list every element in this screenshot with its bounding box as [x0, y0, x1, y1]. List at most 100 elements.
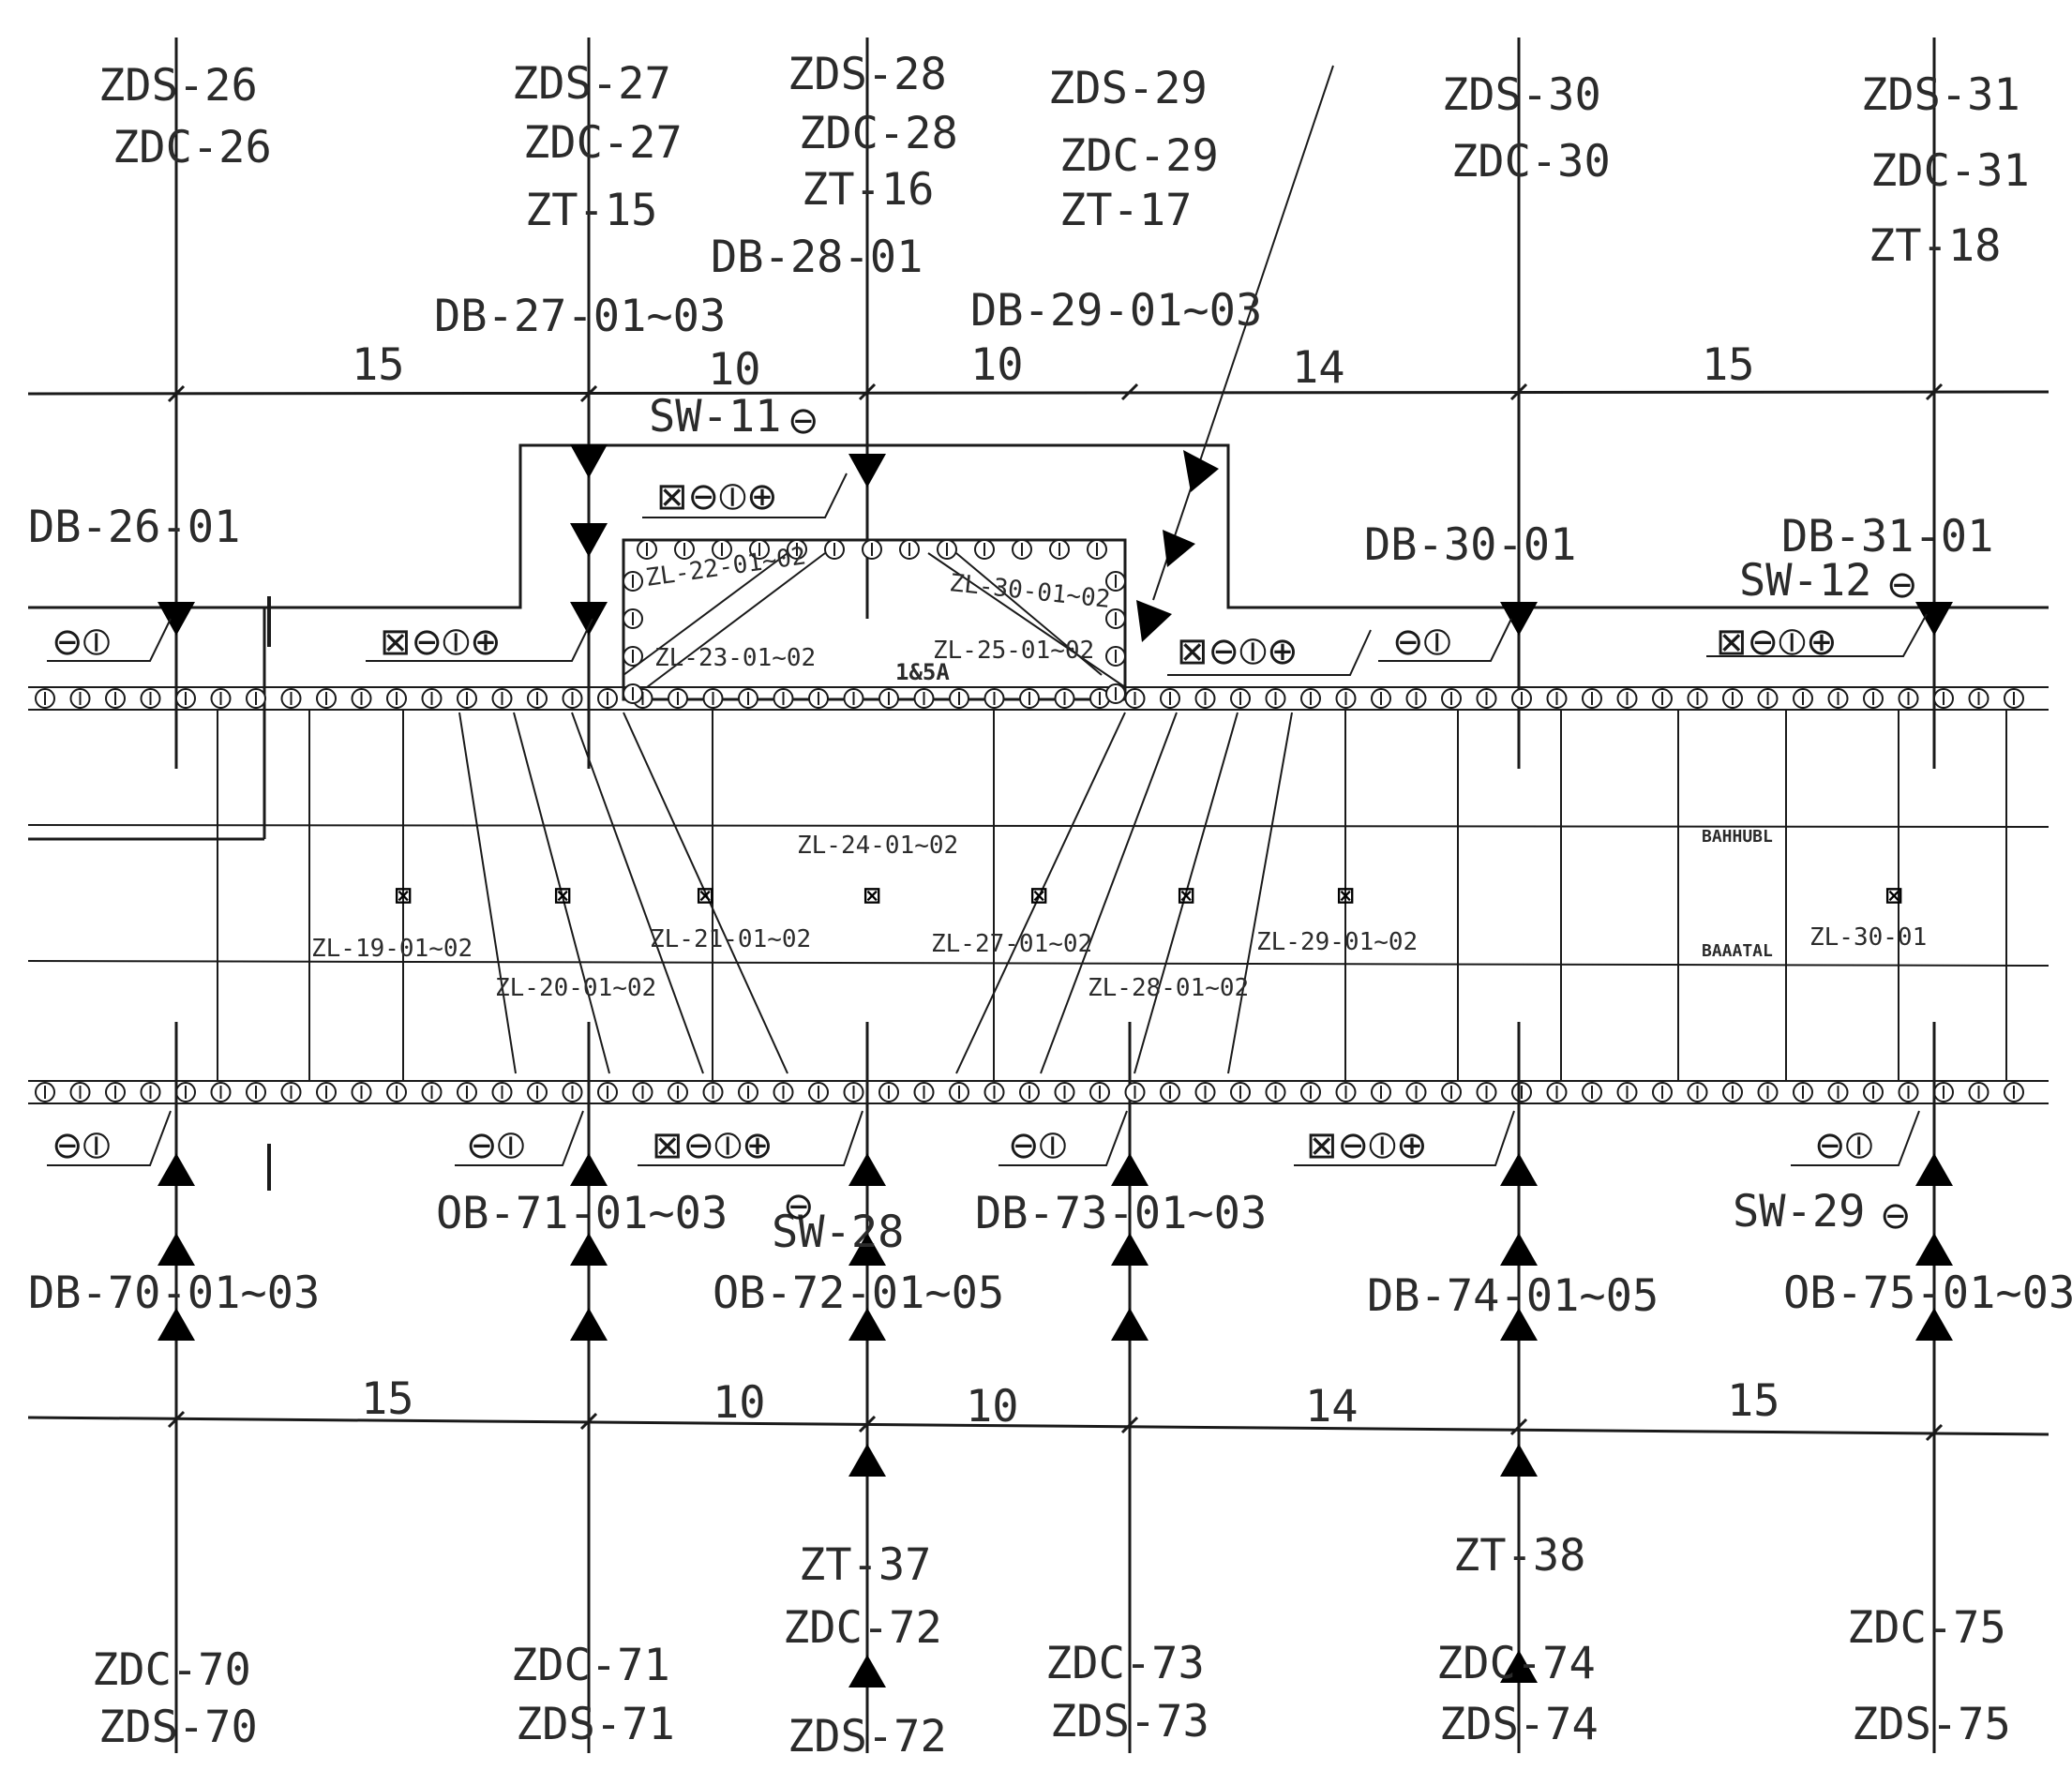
- beam-cross-mark: ⊠: [1177, 882, 1195, 908]
- axis-label: ZDS-74: [1439, 1699, 1599, 1750]
- switch-icon: ⊖: [1886, 563, 1918, 607]
- device-symbol-group-icon: ⊖⦶: [1008, 1124, 1067, 1167]
- beam-label: ZL-19-01~02: [311, 935, 473, 963]
- axis-label: ZDC-75: [1847, 1602, 2006, 1654]
- board-label: DB-74-01~05: [1367, 1270, 1659, 1322]
- board-label: DB-26-01: [28, 502, 240, 553]
- beam-label: ZL-28-01~02: [1088, 974, 1249, 1002]
- axis-label: ZDC-27: [523, 117, 683, 169]
- board-label: DB-70-01~03: [28, 1268, 320, 1319]
- mark-label: 1&5A: [895, 659, 950, 685]
- switch-label: SW-12: [1739, 555, 1871, 607]
- device-symbol-group-icon: ⊖⦶: [1814, 1124, 1873, 1167]
- axis-label: ZDC-70: [92, 1644, 251, 1696]
- board-label: DB-30-01: [1364, 519, 1576, 571]
- board-label: OB-75-01~03: [1783, 1268, 2072, 1319]
- diagonal-beams: [458, 552, 1293, 1074]
- beam-label: ZL-21-01~02: [650, 925, 811, 953]
- span-top: 14: [1292, 342, 1345, 394]
- board-label: DB-29-01~03: [970, 285, 1262, 337]
- beam-cross-mark: ⊠: [863, 882, 881, 908]
- mark-label: BAHHUBL: [1702, 827, 1773, 847]
- axis-label: ZDC-26: [113, 122, 272, 173]
- device-symbols: ⊠⊖⦶⊕ ⊖⦶ ⊠⊖⦶⊕ ⊠⊖⦶⊕ ⊖⦶ ⊠⊖⦶⊕ ⊖⦶ ⊖⦶ ⊠⊖⦶⊕ ⊖⦶ …: [52, 475, 1873, 1167]
- span-top: 10: [970, 339, 1024, 391]
- arrow-markers: [158, 444, 1953, 1688]
- device-symbol-group-icon: ⊖⦶: [1392, 621, 1451, 664]
- switch-label: SW-28: [772, 1207, 904, 1258]
- span-bottom: 15: [1727, 1375, 1780, 1427]
- device-symbol-group-icon: ⊠⊖⦶⊕: [380, 621, 502, 664]
- axis-label: ZDS-30: [1442, 69, 1601, 121]
- bottom-axis-labels: ZT-37 ZDC-72 ZDS-72 ZDC-70 ZDS-70 ZDC-71…: [92, 1530, 2011, 1762]
- axis-label: ZDS-73: [1050, 1696, 1209, 1748]
- axis-label: ZDC-74: [1436, 1638, 1596, 1689]
- axis-label: ZDC-28: [799, 108, 958, 159]
- span-dimensions: 15 10 10 14 15 15 10 10 14 15: [352, 339, 1780, 1432]
- device-symbol-group-icon: ⊠⊖⦶⊕: [656, 475, 778, 518]
- beam-label: ZL-24-01~02: [797, 832, 958, 860]
- device-symbol-group-icon: ⊖⦶: [52, 1124, 111, 1167]
- axis-label: ZDS-27: [512, 58, 671, 110]
- beam-cross-mark: ⊠: [394, 882, 413, 908]
- beam-cross-mark: ⊠: [1029, 882, 1048, 908]
- board-label: DB-73-01~03: [975, 1188, 1267, 1239]
- board-labels: DB-28-01 DB-27-01~03 DB-29-01~03 DB-26-0…: [28, 232, 2072, 1322]
- beam-label: ZL-20-01~02: [495, 974, 656, 1002]
- switch-icon: ⊖: [783, 1185, 815, 1228]
- switch-label: SW-11: [649, 391, 781, 442]
- span-top: 10: [708, 344, 761, 396]
- device-symbol-group-icon: ⊖⦶: [466, 1124, 525, 1167]
- axis-label: ZDS-71: [516, 1699, 675, 1750]
- device-symbol-group-icon: ⊠⊖⦶⊕: [652, 1124, 773, 1167]
- board-label: DB-28-01: [711, 232, 923, 283]
- axis-label: ZDC-73: [1045, 1638, 1205, 1689]
- column-axis-lines: [174, 38, 1936, 1753]
- device-symbol-group-icon: ⊠⊖⦶⊕: [1716, 621, 1838, 664]
- axis-label: ZDS-75: [1852, 1699, 2011, 1750]
- beam-label: ZL-30-01: [1809, 923, 1927, 952]
- span-bottom: 10: [713, 1377, 766, 1429]
- axis-label: ZDS-31: [1861, 69, 2020, 121]
- axis-label: ZDC-71: [511, 1640, 670, 1691]
- lower-rail: [28, 1080, 2049, 1104]
- beam-cross-mark: ⊠: [1336, 882, 1355, 908]
- axis-label: ZT-16: [802, 164, 934, 216]
- axis-label: ZDC-29: [1059, 130, 1219, 182]
- device-symbol-group-icon: ⊠⊖⦶⊕: [1177, 630, 1299, 673]
- axis-label: ZDS-70: [98, 1702, 258, 1753]
- beam-cross-mark: ⊠: [553, 882, 572, 908]
- span-top: 15: [352, 339, 405, 391]
- beam-label: ZL-29-01~02: [1256, 928, 1418, 956]
- axis-label: ZT-18: [1869, 220, 2001, 272]
- beam-cross-mark: ⊠: [1884, 882, 1903, 908]
- axis-label: ZT-38: [1453, 1530, 1585, 1582]
- beam-label: ZL-25-01~02: [933, 637, 1094, 665]
- tie-lines: [174, 710, 2007, 1102]
- span-bottom: 14: [1305, 1381, 1359, 1432]
- axis-label: ZDC-30: [1451, 136, 1611, 188]
- device-symbol-group-icon: ⊠⊖⦶⊕: [1306, 1124, 1428, 1167]
- board-label: OB-72-01~05: [713, 1268, 1004, 1319]
- beam-label: ZL-23-01~02: [654, 644, 816, 672]
- span-bottom: 15: [361, 1373, 414, 1425]
- axis-label: ZT-15: [525, 185, 657, 236]
- board-label: DB-31-01: [1781, 511, 1993, 562]
- axis-label: ZDC-31: [1870, 145, 2030, 197]
- switch-icon: ⊖: [1880, 1194, 1912, 1238]
- beam-label: ZL-30-01~02: [948, 569, 1111, 614]
- axis-label: ZT-17: [1059, 185, 1192, 236]
- board-label: DB-27-01~03: [434, 291, 726, 342]
- axis-label: ZDS-72: [788, 1711, 947, 1762]
- device-symbol-group-icon: ⊖⦶: [52, 621, 111, 664]
- axis-label: ZDS-29: [1048, 63, 1208, 114]
- switch-labels: SW-11 ⊖ SW-12 ⊖ SW-28 ⊖ SW-29 ⊖: [649, 391, 1918, 1258]
- symbol-underlines: [47, 472, 1928, 1166]
- span-top: 15: [1702, 339, 1755, 391]
- upper-rail: [28, 686, 2049, 711]
- small-marks: 1&5A BAHHUBL BAAATAL ⊠⊠⊠⊠⊠⊠⊠⊠: [394, 659, 1903, 961]
- dimension-lines: [27, 382, 2049, 1442]
- frame-rail: [623, 539, 1126, 704]
- axis-label: ZDS-26: [98, 60, 258, 112]
